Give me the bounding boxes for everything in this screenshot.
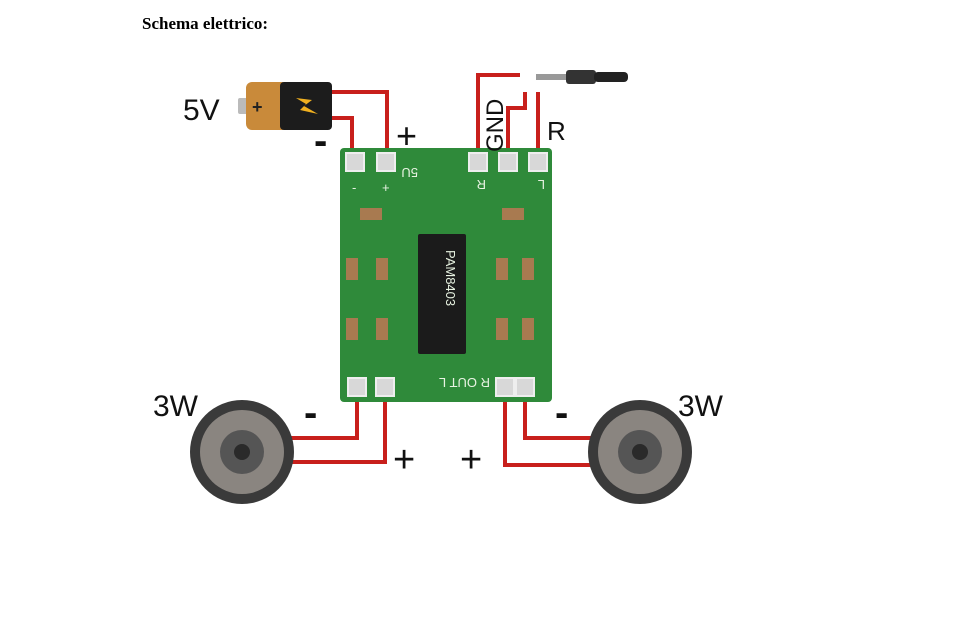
svg-text:+: + [252, 97, 263, 117]
wire-left-minus [290, 395, 359, 440]
right-speaker-power-label: 3W [678, 390, 724, 423]
right-speaker-icon [588, 400, 692, 504]
battery-minus-label: - [314, 119, 327, 163]
wire-right-plus [503, 395, 592, 467]
wire-battery-plus [330, 90, 389, 160]
section-heading: Schema elettrico: [142, 14, 269, 33]
pad-label-r: R [477, 177, 486, 192]
battery-voltage-label: 5V [183, 94, 220, 127]
board-plus: + [382, 180, 390, 195]
wires [290, 73, 592, 467]
wire-jack-r [476, 73, 520, 160]
left-speaker-icon [190, 400, 294, 504]
pad-label-5v: 5U [401, 165, 418, 180]
wire-jack-gnd [506, 92, 527, 160]
left-plus-label: + [393, 439, 415, 481]
smd-components [346, 208, 534, 340]
chip-label: PAM8403 [443, 250, 458, 306]
jack-r-label: R [547, 116, 566, 146]
left-minus-label: - [304, 391, 317, 435]
right-minus-label: - [555, 391, 568, 435]
battery-plus-label: + [396, 115, 417, 156]
right-plus-label: + [460, 439, 482, 481]
amplifier-chip [418, 234, 466, 354]
amplifier-board: PAM8403 5U R L R OUT L + - [340, 148, 552, 402]
audio-jack-icon [536, 70, 628, 84]
battery-icon: + [238, 82, 332, 130]
wire-right-minus [523, 395, 592, 440]
wire-left-plus [290, 395, 387, 464]
jack-gnd-label: GND [482, 99, 509, 152]
pad-label-l: L [538, 177, 545, 192]
out-label: R OUT L [439, 375, 490, 390]
left-speaker-power-label: 3W [153, 390, 199, 423]
board-minus: - [352, 180, 356, 195]
wire-battery-minus [330, 116, 354, 160]
board-pads [345, 152, 548, 397]
